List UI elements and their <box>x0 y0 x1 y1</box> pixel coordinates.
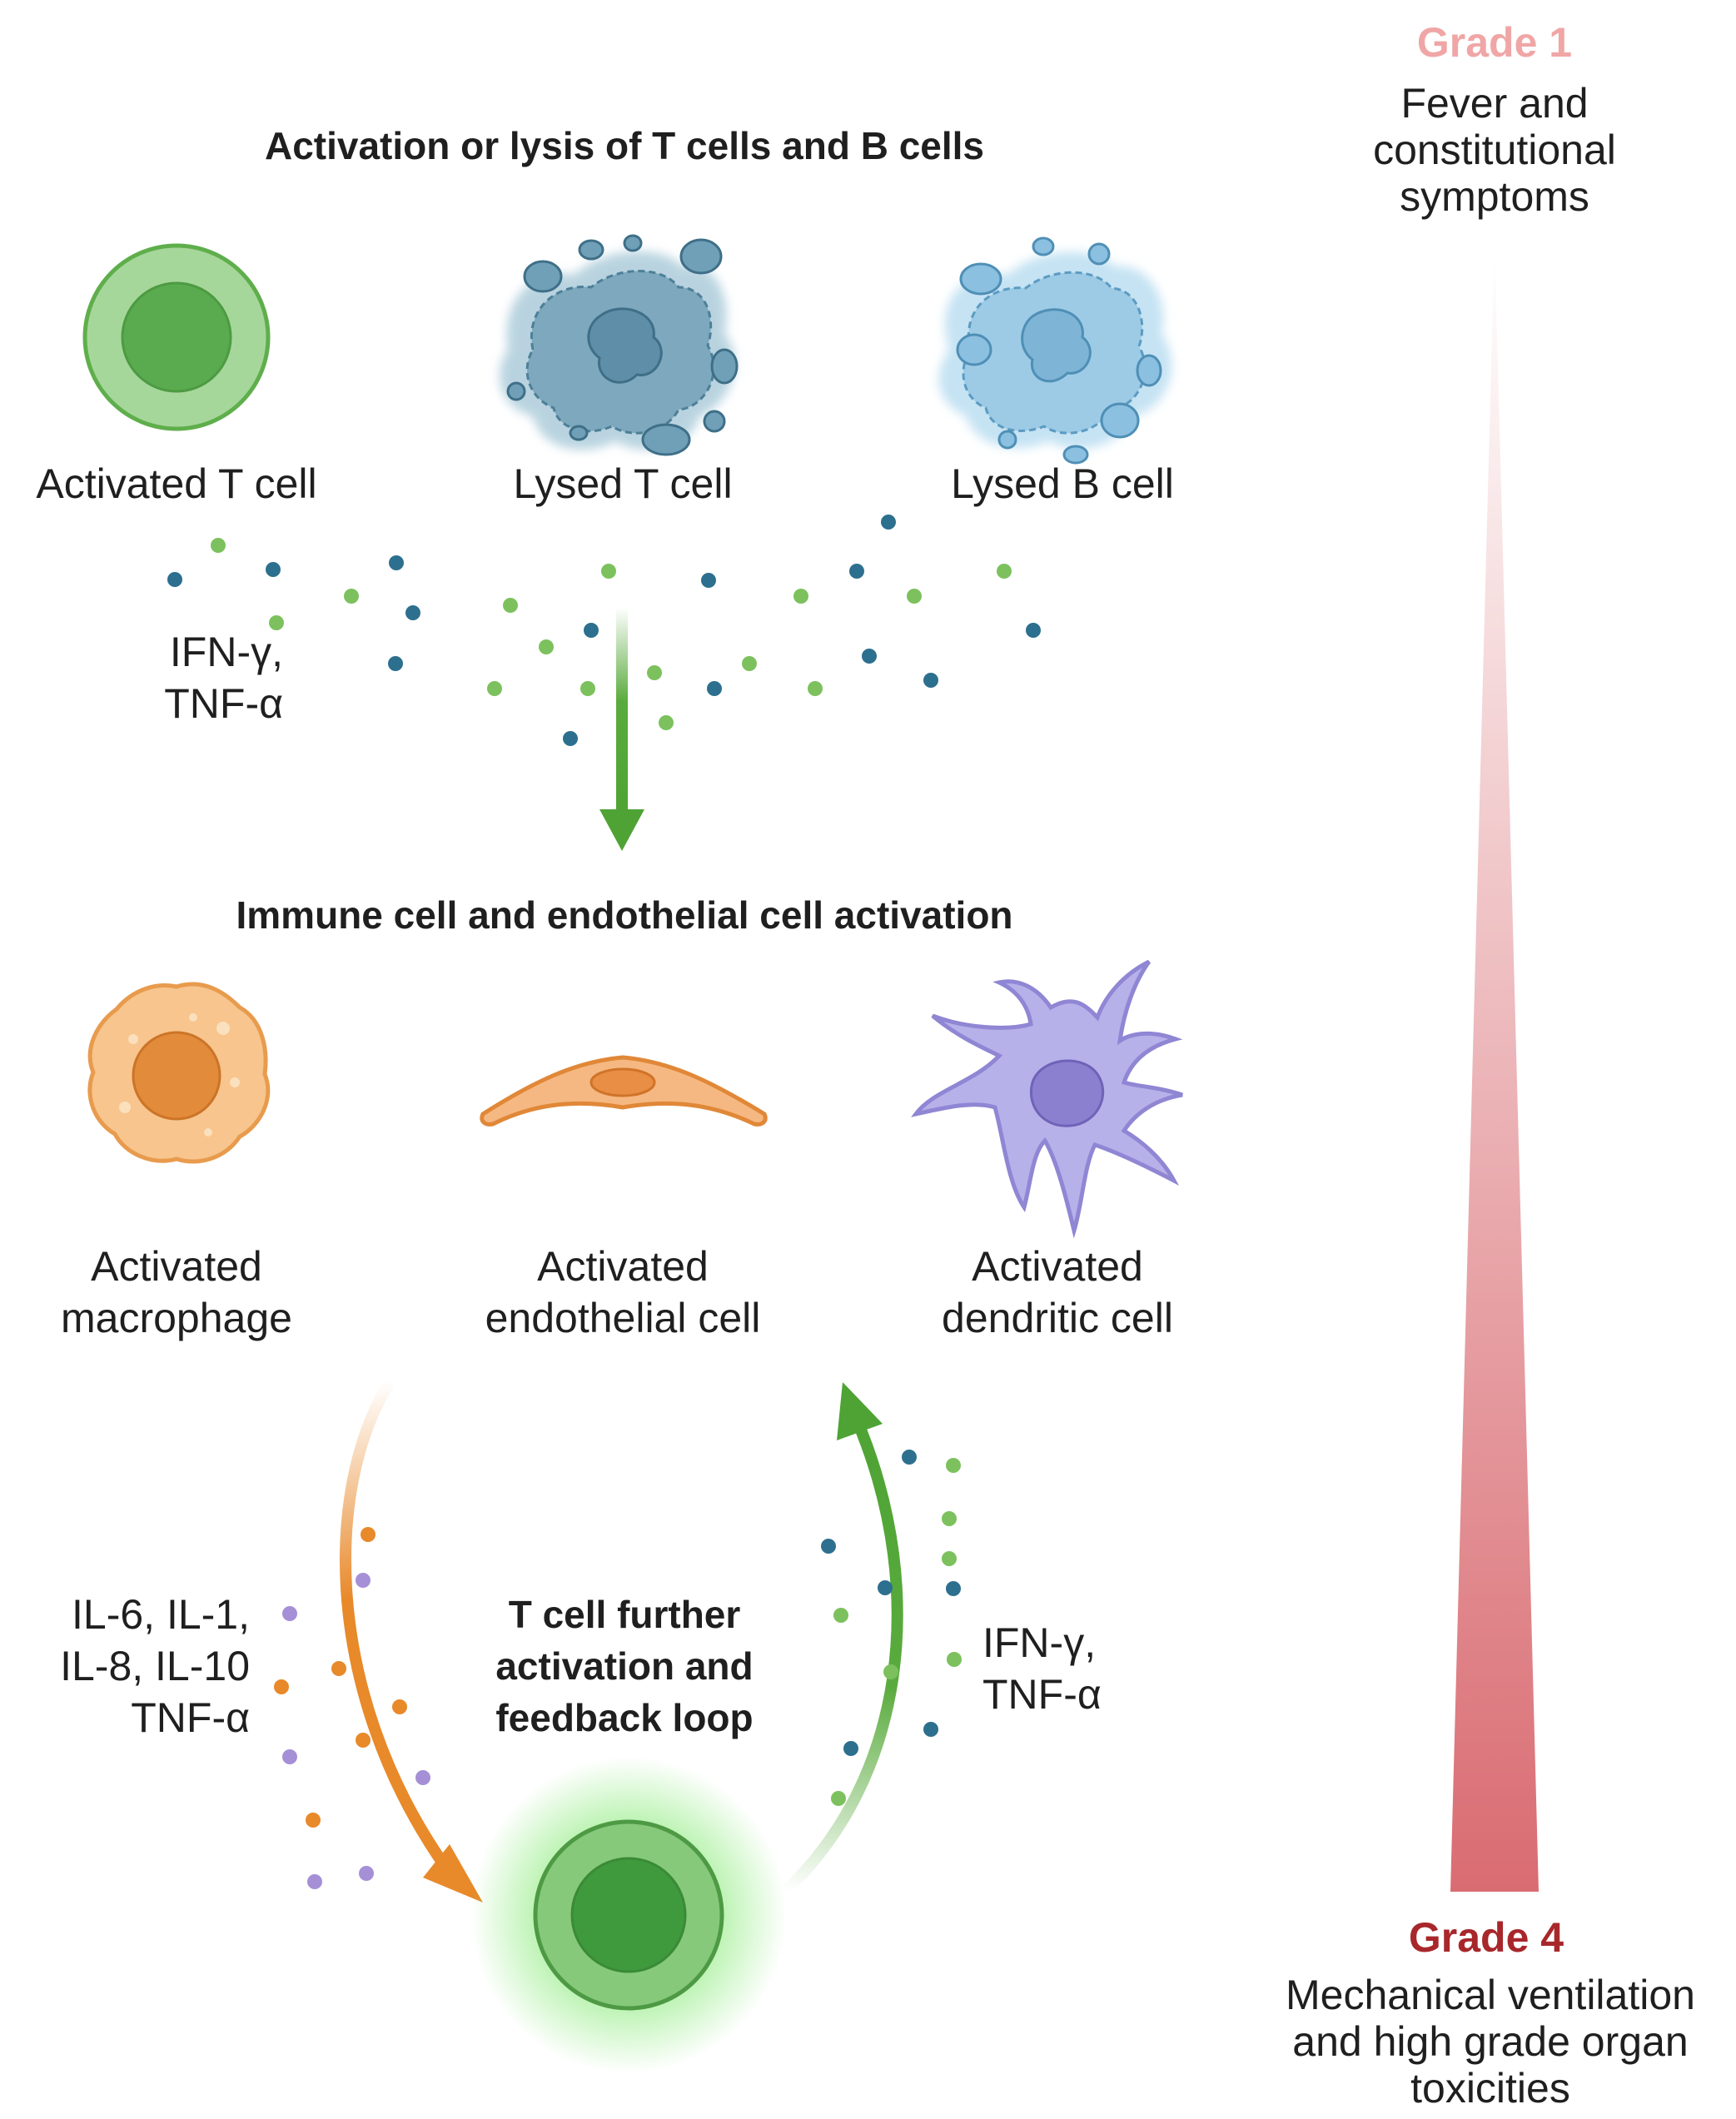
glowing-t-cell-icon <box>470 1757 787 2073</box>
green-feedback-arrow <box>781 1382 903 1896</box>
loop-heading: T cell further activation and feedback l… <box>495 1593 754 1739</box>
orange-feedback-arrow <box>340 1380 483 1903</box>
top-cytokine-dots <box>167 515 1041 746</box>
activated-t-cell-icon <box>82 243 271 431</box>
grade1-title: Grade 1 <box>1416 19 1573 66</box>
macrophage-label: Activated macrophage <box>61 1243 292 1341</box>
left-cytokine-dots <box>274 1527 430 1889</box>
grade4-title: Grade 4 <box>1408 1914 1564 1961</box>
activated-t-cell-label: Activated T cell <box>36 460 317 507</box>
grade1-description: Fever and constitutional symptoms <box>1373 80 1616 220</box>
left-cytokine-label: IL-6, IL-1, IL-8, IL-10 TNF-α <box>60 1591 250 1741</box>
activated-dendritic-cell-icon <box>911 959 1183 1239</box>
activated-macrophage-icon <box>87 982 271 1164</box>
top-heading: Activation or lysis of T cells and B cel… <box>264 124 985 167</box>
lysed-b-cell-icon <box>938 236 1172 465</box>
top-cytokine-label: IFN-γ, TNF-α <box>164 629 283 727</box>
severity-gradient-wedge <box>1450 241 1539 1892</box>
dendritic-label: Activated dendritic cell <box>942 1243 1173 1341</box>
activated-endothelial-cell-icon <box>480 1055 768 1127</box>
grade4-description: Mechanical ventilation and high grade or… <box>1286 1972 1695 2112</box>
lysed-t-cell-label: Lysed T cell <box>513 460 733 507</box>
lysed-b-cell-label: Lysed B cell <box>951 460 1174 507</box>
right-cytokine-label: IFN-γ, TNF-α <box>982 1619 1102 1718</box>
downward-arrow <box>599 608 644 851</box>
middle-heading: Immune cell and endothelial cell activat… <box>236 893 1013 937</box>
right-cytokine-dots <box>821 1450 962 1806</box>
endothelial-label: Activated endothelial cell <box>485 1243 761 1341</box>
lysed-t-cell-icon <box>500 234 739 456</box>
